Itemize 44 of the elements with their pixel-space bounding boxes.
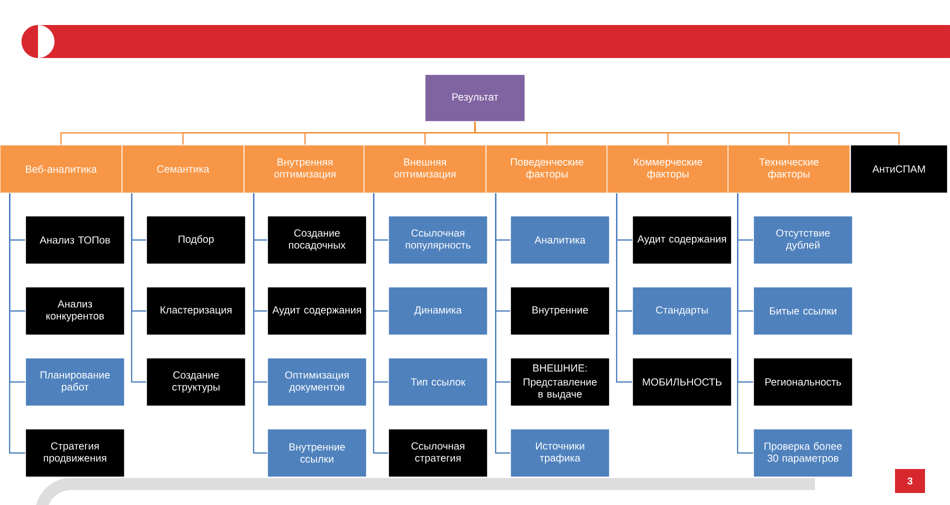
task-box: Ссылочная популярность bbox=[388, 216, 488, 264]
task-box: Аудит содержания bbox=[267, 286, 367, 336]
task-box: Планирование работ bbox=[25, 358, 125, 406]
connector bbox=[9, 193, 26, 454]
task-box: Анализ ТОПов bbox=[25, 216, 125, 264]
task-box: Аналитика bbox=[510, 216, 610, 264]
task-box: Отсутствие дублей bbox=[753, 216, 853, 264]
task-box: Оптимизация документов bbox=[267, 358, 367, 406]
connector bbox=[253, 193, 268, 454]
category-box: Коммерческие факторы bbox=[606, 144, 730, 194]
task-box: Тип ссылок bbox=[388, 358, 488, 406]
connector bbox=[616, 193, 632, 383]
task-box: Динамика bbox=[388, 286, 488, 336]
category-box: Внутренняя оптимизация bbox=[244, 144, 366, 194]
category-box: Поведенческие факторы bbox=[486, 144, 608, 194]
task-box: Стандарты bbox=[632, 286, 732, 336]
task-box: Кластеризация bbox=[146, 286, 246, 336]
task-box: Создание посадочных bbox=[267, 216, 367, 264]
result-box: Результат bbox=[424, 74, 526, 122]
task-box: Источники трафика bbox=[510, 428, 610, 478]
task-box: Внутренние ссылки bbox=[267, 428, 367, 478]
category-box: Внешняя оптимизация bbox=[364, 144, 486, 194]
connector bbox=[474, 122, 900, 145]
task-box: Стратегия продвижения bbox=[25, 428, 125, 478]
category-box: Веб-аналитика bbox=[0, 144, 122, 194]
task-box: Региональность bbox=[753, 358, 853, 406]
task-box: Битые ссылки bbox=[753, 286, 853, 336]
task-box: Анализ конкурентов bbox=[25, 286, 125, 336]
connector bbox=[495, 193, 510, 454]
category-box: АнтиСПАМ bbox=[850, 144, 948, 194]
task-box: Аудит содержания bbox=[632, 216, 732, 264]
task-box: Создание структуры bbox=[146, 358, 246, 406]
task-box: Проверка более 30 параметров bbox=[753, 428, 853, 478]
connector bbox=[131, 193, 146, 383]
connector bbox=[737, 193, 754, 454]
task-box: Внутренние bbox=[510, 286, 610, 336]
page-number: 3 bbox=[895, 469, 925, 493]
task-box: ВНЕШНИЕ: Представление в выдаче bbox=[510, 358, 610, 406]
category-box: Технические факторы bbox=[728, 144, 850, 194]
category-box: Семантика bbox=[122, 144, 244, 194]
task-box: Подбор bbox=[146, 216, 246, 264]
connector bbox=[373, 193, 388, 454]
task-box: Ссылочная стратегия bbox=[388, 428, 488, 478]
task-box: МОБИЛЬНОСТЬ bbox=[632, 358, 732, 406]
